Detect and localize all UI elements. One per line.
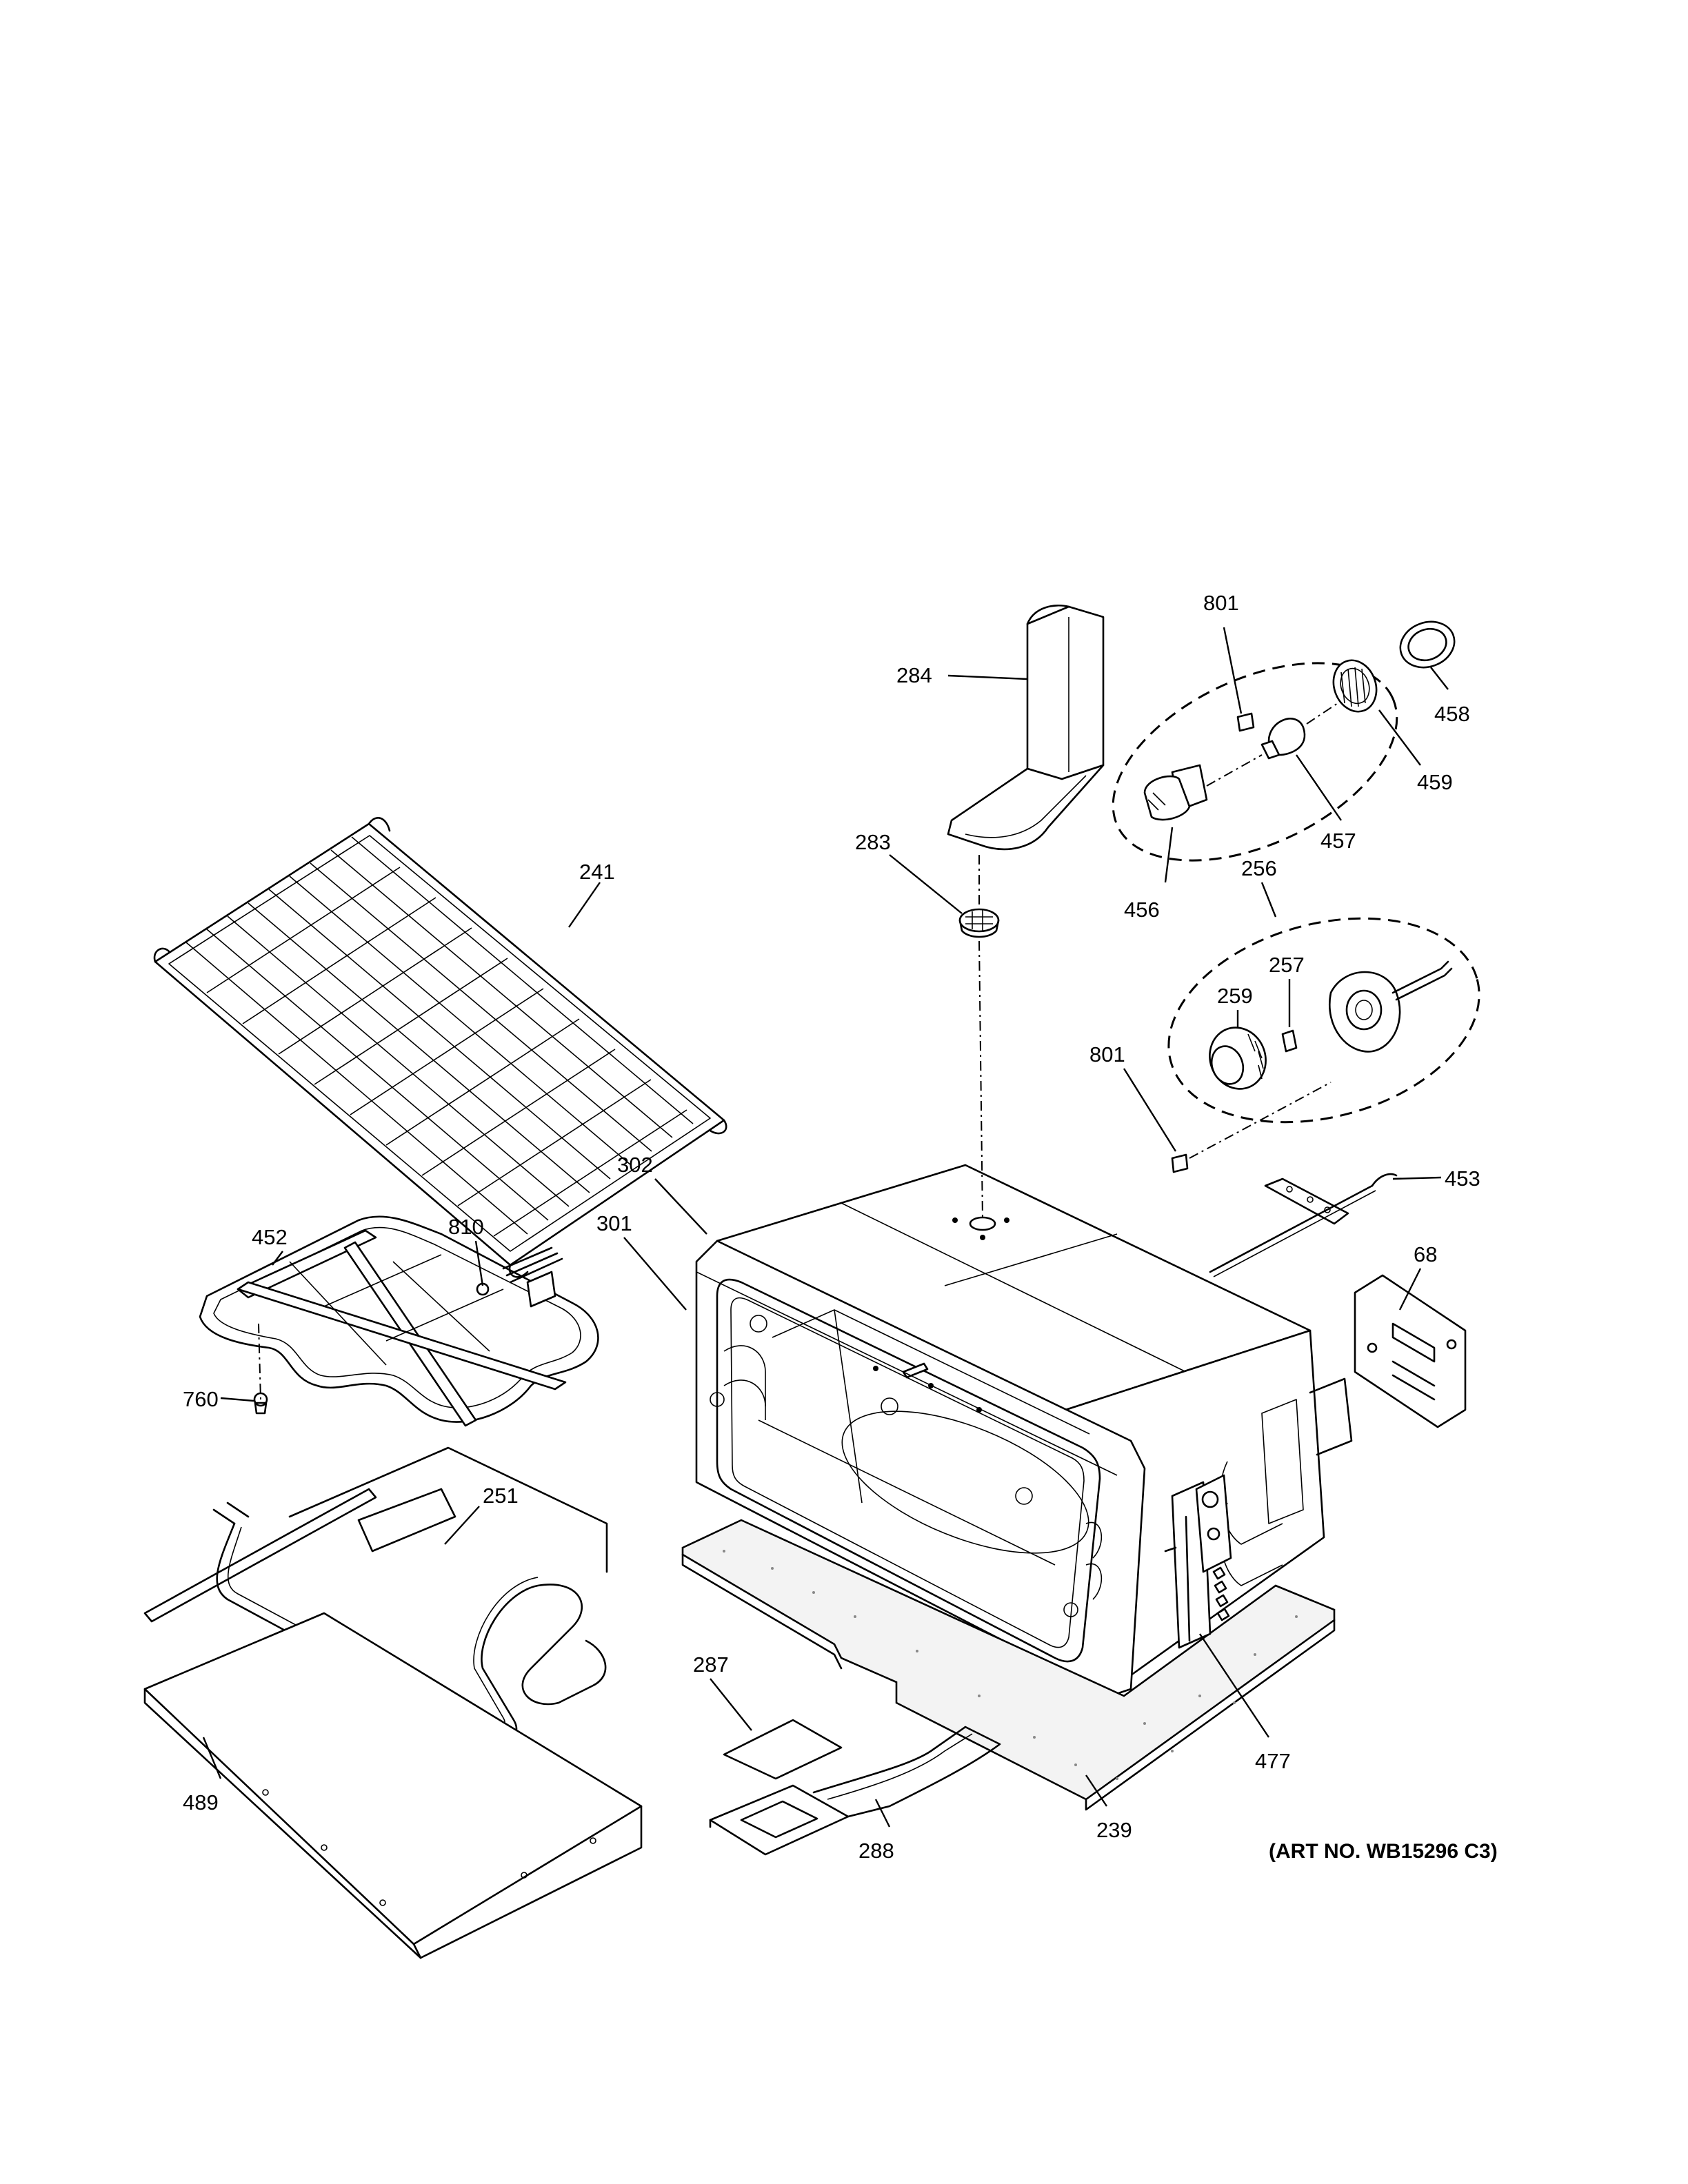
callout-801-lower: 801 [1089,1042,1125,1066]
callout-810: 810 [448,1215,484,1239]
art-number: (ART NO. WB15296 C3) [1269,1840,1498,1863]
bake-element-cover-tray [143,1612,643,1959]
door-latch [1164,1474,1232,1649]
light-gasket-ring [1399,620,1456,669]
callout-489: 489 [183,1790,219,1814]
callout-239: 239 [1096,1818,1132,1842]
callout-452: 452 [252,1225,288,1249]
insulation-blanket [681,1519,1336,1811]
oven-rack [153,817,727,1278]
callout-241: 241 [579,860,615,884]
callout-labels: 284 283 801 458 459 457 456 256 257 259 … [183,591,1498,1863]
callout-301: 301 [596,1211,632,1235]
oven-cavity [695,1164,1353,1697]
callout-287: 287 [693,1652,729,1677]
callout-256: 256 [1241,856,1277,880]
callout-459: 459 [1417,770,1453,794]
label-plate-287 [723,1719,843,1780]
vent-duct-cover [947,604,1105,851]
screw-801-lower [1171,1153,1189,1173]
callout-456: 456 [1124,898,1160,922]
rotisserie-motor-assembly [1167,917,1480,1159]
callout-453: 453 [1445,1166,1480,1191]
vent-filter [958,855,1000,1221]
callout-801-top: 801 [1203,591,1239,615]
callout-283: 283 [855,830,891,854]
callout-458: 458 [1434,702,1470,726]
leader-lines [202,627,1449,1828]
callout-477: 477 [1255,1749,1291,1773]
callout-284: 284 [896,663,932,687]
temperature-sensor [1209,1173,1398,1277]
screw-760 [253,1323,268,1415]
callout-457: 457 [1320,829,1356,853]
callout-302: 302 [617,1153,653,1177]
broil-element [199,1215,599,1427]
callout-257: 257 [1269,953,1305,977]
callout-251: 251 [483,1484,519,1508]
callout-760: 760 [183,1387,219,1411]
callout-288: 288 [858,1839,894,1863]
callout-259: 259 [1217,984,1253,1008]
bracket-68 [1354,1274,1467,1428]
oven-light-assembly [1112,659,1398,862]
callout-68: 68 [1414,1242,1437,1266]
vent-duct [709,1726,1001,1856]
